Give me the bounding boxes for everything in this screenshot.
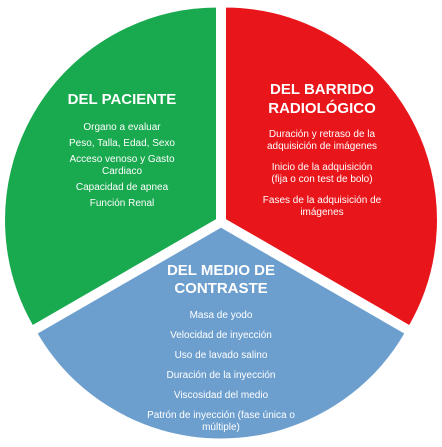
segment-title: DEL MEDIO DE [167, 262, 275, 279]
segment-item: Inicio de la adquisición [272, 162, 373, 173]
segment-item: Viscosidad del medio [174, 390, 269, 401]
segment-paciente [2, 4, 220, 330]
segment-item: Acceso venoso y Gasto [69, 154, 174, 165]
segment-item: Fases de la adquisición de [263, 195, 382, 206]
segment-item: Duración de la inyección [167, 370, 276, 381]
segment-item: Peso, Talla, Edad, Sexo [69, 138, 175, 149]
segment-title: RADIOLÓGICO [268, 99, 376, 117]
segment-item: Velocidad de inyección [170, 330, 272, 341]
segment-item: Capacidad de apnea [76, 182, 169, 193]
segment-item: Duración y retraso de la [269, 129, 376, 140]
segment-item: Función Renal [90, 198, 154, 209]
segment-item: Organo a evaluar [83, 122, 161, 133]
segment-item: (fija o con test de bolo) [271, 174, 372, 185]
segment-title: DEL PACIENTE [68, 91, 177, 108]
segment-item: Patrón de inyección (fase única o [147, 410, 295, 421]
segment-title: DEL BARRIDO [270, 81, 374, 98]
segment-item: Masa de yodo [190, 310, 253, 321]
segment-item: imágenes [300, 207, 343, 218]
segment-item: Uso de lavado salino [175, 350, 268, 361]
segment-item: adquisición de imágenes [267, 141, 377, 152]
segment-title: CONTRASTE [174, 280, 267, 297]
segment-item: Cardiaco [102, 166, 142, 177]
segment-item: múltiple) [202, 422, 240, 433]
segment-contraste [33, 224, 409, 442]
segment-barrido [222, 4, 440, 330]
